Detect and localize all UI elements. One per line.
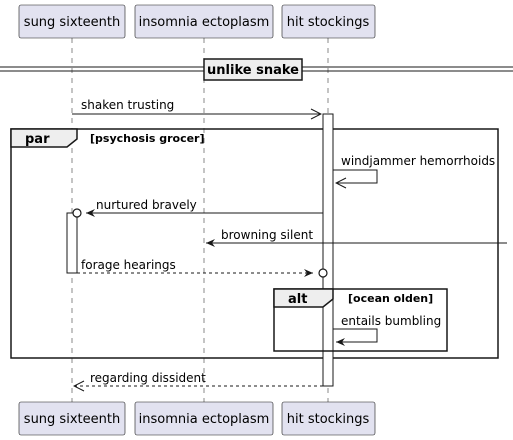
participant-hit-top: hit stockings	[281, 4, 376, 39]
alt-frame: alt [ocean olden]	[273, 288, 448, 352]
divider: unlike snake	[0, 58, 513, 81]
message-label: browning silent	[221, 228, 313, 242]
activation-sung	[66, 212, 78, 274]
participant-insomnia-bottom: insomnia ectoplasm	[134, 401, 274, 436]
message-windjammer-hemorrhoids: windjammer hemorrhoids	[333, 154, 495, 183]
participant-label: sung sixteenth	[24, 412, 120, 427]
participant-sung-bottom: sung sixteenth	[18, 401, 126, 436]
participant-sung-top: sung sixteenth	[18, 4, 126, 39]
alt-condition: [ocean olden]	[348, 292, 433, 305]
message-nurtured-bravely: nurtured bravely	[72, 198, 323, 218]
divider-label: unlike snake	[207, 63, 299, 78]
message-label: entails bumbling	[341, 314, 441, 328]
participant-label: sung sixteenth	[24, 15, 120, 30]
participant-label: insomnia ectoplasm	[139, 15, 270, 30]
par-keyword: par	[25, 132, 50, 147]
message-entails-bumbling: entails bumbling	[333, 314, 441, 346]
message-label: nurtured bravely	[96, 198, 197, 212]
message-label: shaken trusting	[81, 98, 174, 112]
message-label: windjammer hemorrhoids	[341, 154, 495, 168]
message-label: regarding dissident	[90, 371, 206, 385]
message-shaken-trusting: shaken trusting	[72, 98, 321, 114]
message-label: forage hearings	[81, 258, 176, 272]
participant-insomnia-top: insomnia ectoplasm	[134, 4, 274, 39]
participant-label: hit stockings	[287, 412, 370, 427]
message-browning-silent: browning silent	[206, 228, 507, 247]
message-regarding-dissident: regarding dissident	[74, 371, 323, 386]
par-condition: [psychosis grocer]	[90, 132, 205, 145]
alt-keyword: alt	[288, 292, 307, 307]
participant-hit-bottom: hit stockings	[281, 401, 376, 436]
participant-label: hit stockings	[287, 15, 370, 30]
message-forage-hearings: forage hearings	[77, 258, 328, 278]
activation-hit	[322, 113, 334, 387]
participant-label: insomnia ectoplasm	[139, 412, 270, 427]
